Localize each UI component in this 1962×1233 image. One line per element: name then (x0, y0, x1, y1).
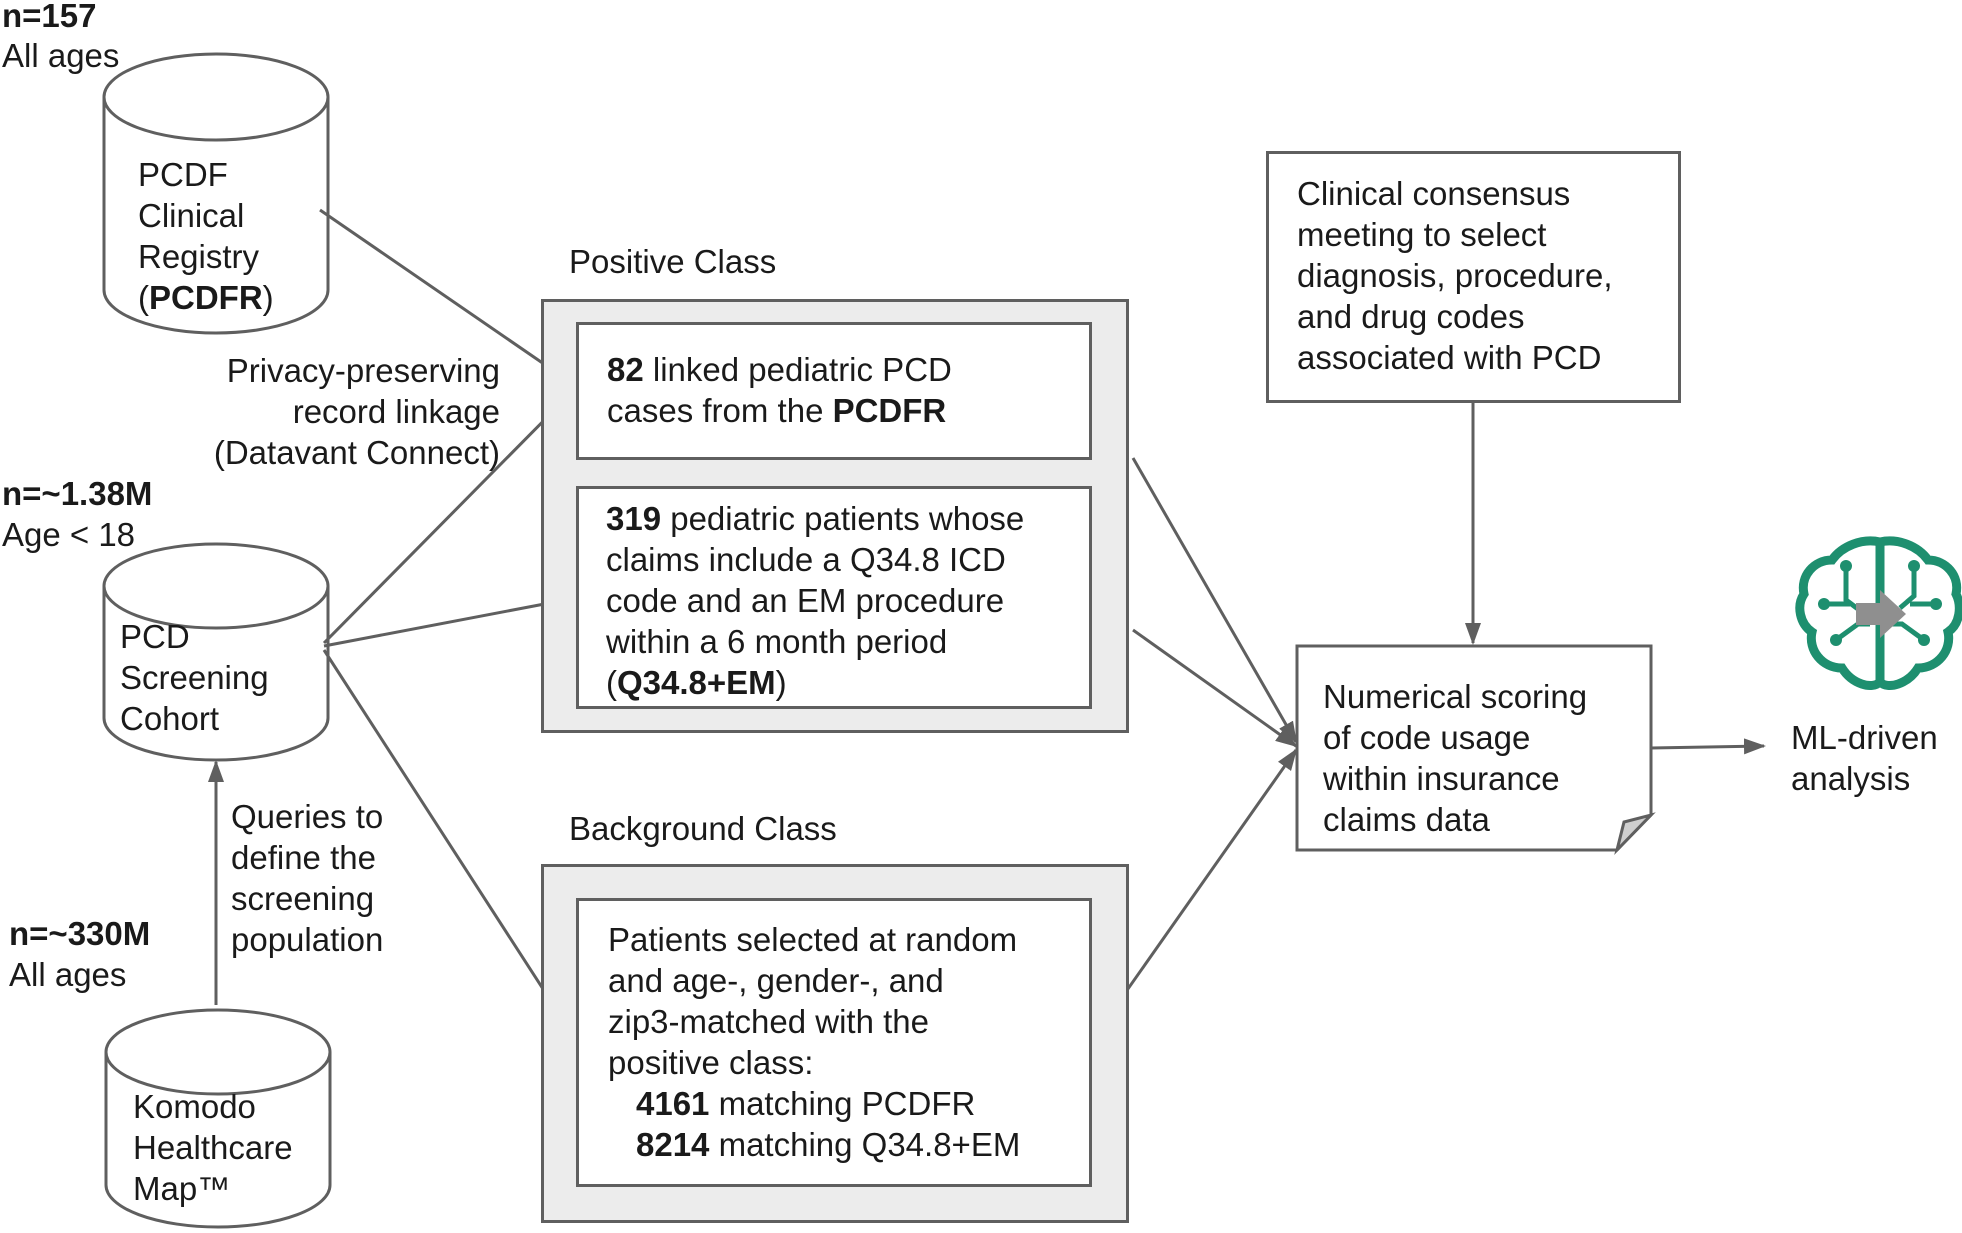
linkage-label-3: (Datavant Connect) (213, 434, 500, 471)
registry-count: n=157 (2, 0, 97, 34)
screening-ages: Age < 18 (2, 516, 136, 553)
queries-label-2: define the (231, 839, 376, 876)
queries-label-4: population (231, 921, 384, 958)
registry-label-3: Registry (138, 238, 260, 275)
positive-class-title: Positive Class (569, 243, 777, 280)
registry-label-4: (PCDFR) (138, 279, 274, 316)
background-match-q348: 8214 matching Q34.8+EM (636, 1126, 1021, 1163)
positive-q348-box: 319 pediatric patients whose claims incl… (576, 486, 1092, 709)
registry-label-1: PCDF (138, 156, 228, 193)
registry-label-2: Clinical (138, 197, 245, 234)
linkage-label-1: Privacy-preserving (226, 352, 500, 389)
positive-pcdfr-box: 82 linked pediatric PCD cases from the P… (576, 322, 1092, 460)
positive-q348-line-5: (Q34.8+EM) (606, 664, 787, 701)
consensus-line-2: meeting to select (1297, 216, 1547, 253)
komodo-label-1: Komodo (133, 1088, 256, 1125)
arrow-scoring-to-ml (1650, 738, 1766, 755)
background-match-pcdfr: 4161 matching PCDFR (636, 1085, 976, 1122)
brain-circuit-icon (1795, 536, 1962, 690)
arrow-screening-to-positive-1 (322, 386, 578, 645)
consensus-line-4: and drug codes (1297, 298, 1525, 335)
arrow-positive2-to-scoring (1132, 628, 1298, 748)
registry-ages: All ages (2, 37, 120, 74)
ml-label-2: analysis (1791, 760, 1911, 797)
ml-label-1: ML-driven (1791, 719, 1938, 756)
komodo-count: n=~330M (9, 915, 151, 952)
positive-q348-line-1: 319 pediatric patients whose (606, 500, 1025, 537)
background-line-2: and age-, gender-, and (608, 962, 944, 999)
positive-q348-line-4: within a 6 month period (606, 623, 948, 660)
arrow-screening-to-positive-2 (323, 593, 578, 648)
positive-pcdfr-line-1: 82 linked pediatric PCD (607, 351, 952, 388)
background-line-1: Patients selected at random (608, 921, 1018, 958)
screening-label-1: PCD (120, 618, 190, 655)
scoring-line-1: Numerical scoring (1323, 678, 1588, 715)
scoring-line-3: within insurance (1323, 760, 1560, 797)
positive-q348-line-3: code and an EM procedure (606, 582, 1005, 619)
scoring-line-2: of code usage (1323, 719, 1531, 756)
arrow-positive1-to-scoring (1131, 457, 1298, 744)
linkage-label-2: record linkage (292, 393, 500, 430)
background-box: Patients selected at random and age-, ge… (576, 898, 1092, 1187)
queries-label-1: Queries to (231, 798, 384, 835)
consensus-line-1: Clinical consensus (1297, 175, 1571, 212)
screening-label-2: Screening (120, 659, 269, 696)
komodo-cylinder (104, 1008, 332, 1229)
clinical-consensus-box: Clinical consensus meeting to select dia… (1266, 151, 1681, 403)
positive-q348-line-2: claims include a Q34.8 ICD (606, 541, 1006, 578)
background-line-4: positive class: (608, 1044, 814, 1081)
positive-pcdfr-line-2: cases from the PCDFR (607, 392, 947, 429)
queries-label-3: screening (231, 880, 375, 917)
komodo-label-2: Healthcare (133, 1129, 293, 1166)
komodo-label-3: Map™ (133, 1170, 231, 1207)
background-class-title: Background Class (569, 810, 837, 847)
komodo-ages: All ages (9, 956, 127, 993)
background-line-3: zip3-matched with the (608, 1003, 929, 1040)
scoring-note-shape (1295, 644, 1656, 856)
arrow-screening-to-background (322, 649, 578, 1042)
consensus-line-5: associated with PCD (1297, 339, 1602, 376)
arrow-registry-to-positive (319, 208, 578, 388)
consensus-line-3: diagnosis, procedure, (1297, 257, 1613, 294)
screening-label-3: Cohort (120, 700, 220, 737)
registry-cylinder (102, 52, 330, 335)
screening-cylinder (102, 542, 330, 762)
scoring-line-4: claims data (1323, 801, 1490, 838)
screening-count: n=~1.38M (2, 475, 153, 512)
